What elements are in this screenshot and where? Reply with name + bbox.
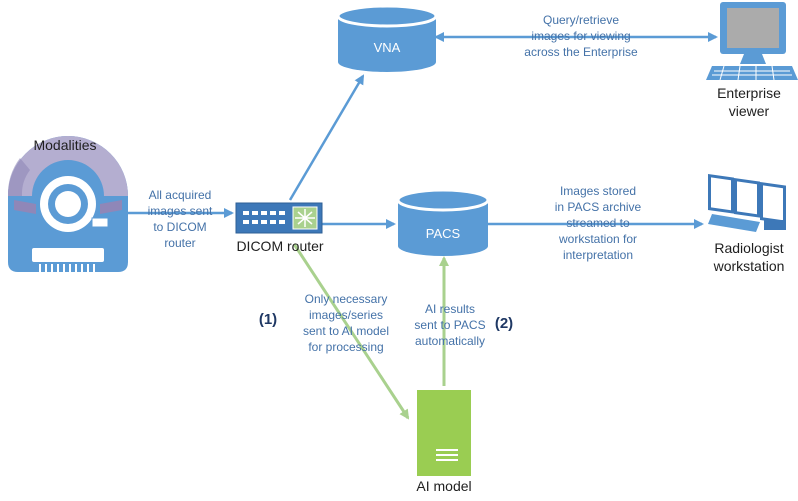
radiologist-workstation-icon (708, 174, 786, 232)
enterprise-viewer-label: Enterprise viewer (717, 85, 781, 119)
enterprise-viewer-monitor-icon (706, 2, 798, 81)
ct-scanner-icon (7, 136, 128, 272)
edge-label-vna-to-viewer: Query/retrieve images for viewing across… (524, 13, 638, 59)
radiologist-workstation-label: Radiologist workstation (713, 240, 785, 274)
edge-router-to-vna (288, 74, 365, 201)
edge-label-router-to-ai: Only necessary images/series sent to AI … (302, 292, 390, 354)
pacs-label: PACS (425, 226, 461, 241)
dicom-router-icon (235, 202, 323, 234)
step-2-marker: (2) (494, 315, 514, 332)
edge-router-to-ai (292, 243, 410, 420)
vna-label: VNA (373, 40, 401, 55)
pacs-database-icon (396, 188, 490, 256)
edge-label-ai-to-pacs: AI results sent to PACS automatically (414, 302, 486, 348)
step-1-marker: (1) (258, 311, 278, 328)
modalities-label: Modalities (33, 137, 97, 153)
ai-model-server-icon (417, 390, 471, 476)
ai-model-label: AI model (416, 478, 472, 494)
dicom-router-label: DICOM router (236, 238, 324, 254)
edge-label-modalities-to-router: All acquired images sent to DICOM router (147, 188, 213, 250)
vna-database-icon (336, 4, 438, 72)
edge-label-pacs-to-workstation: Images stored in PACS archive streamed t… (554, 184, 642, 262)
